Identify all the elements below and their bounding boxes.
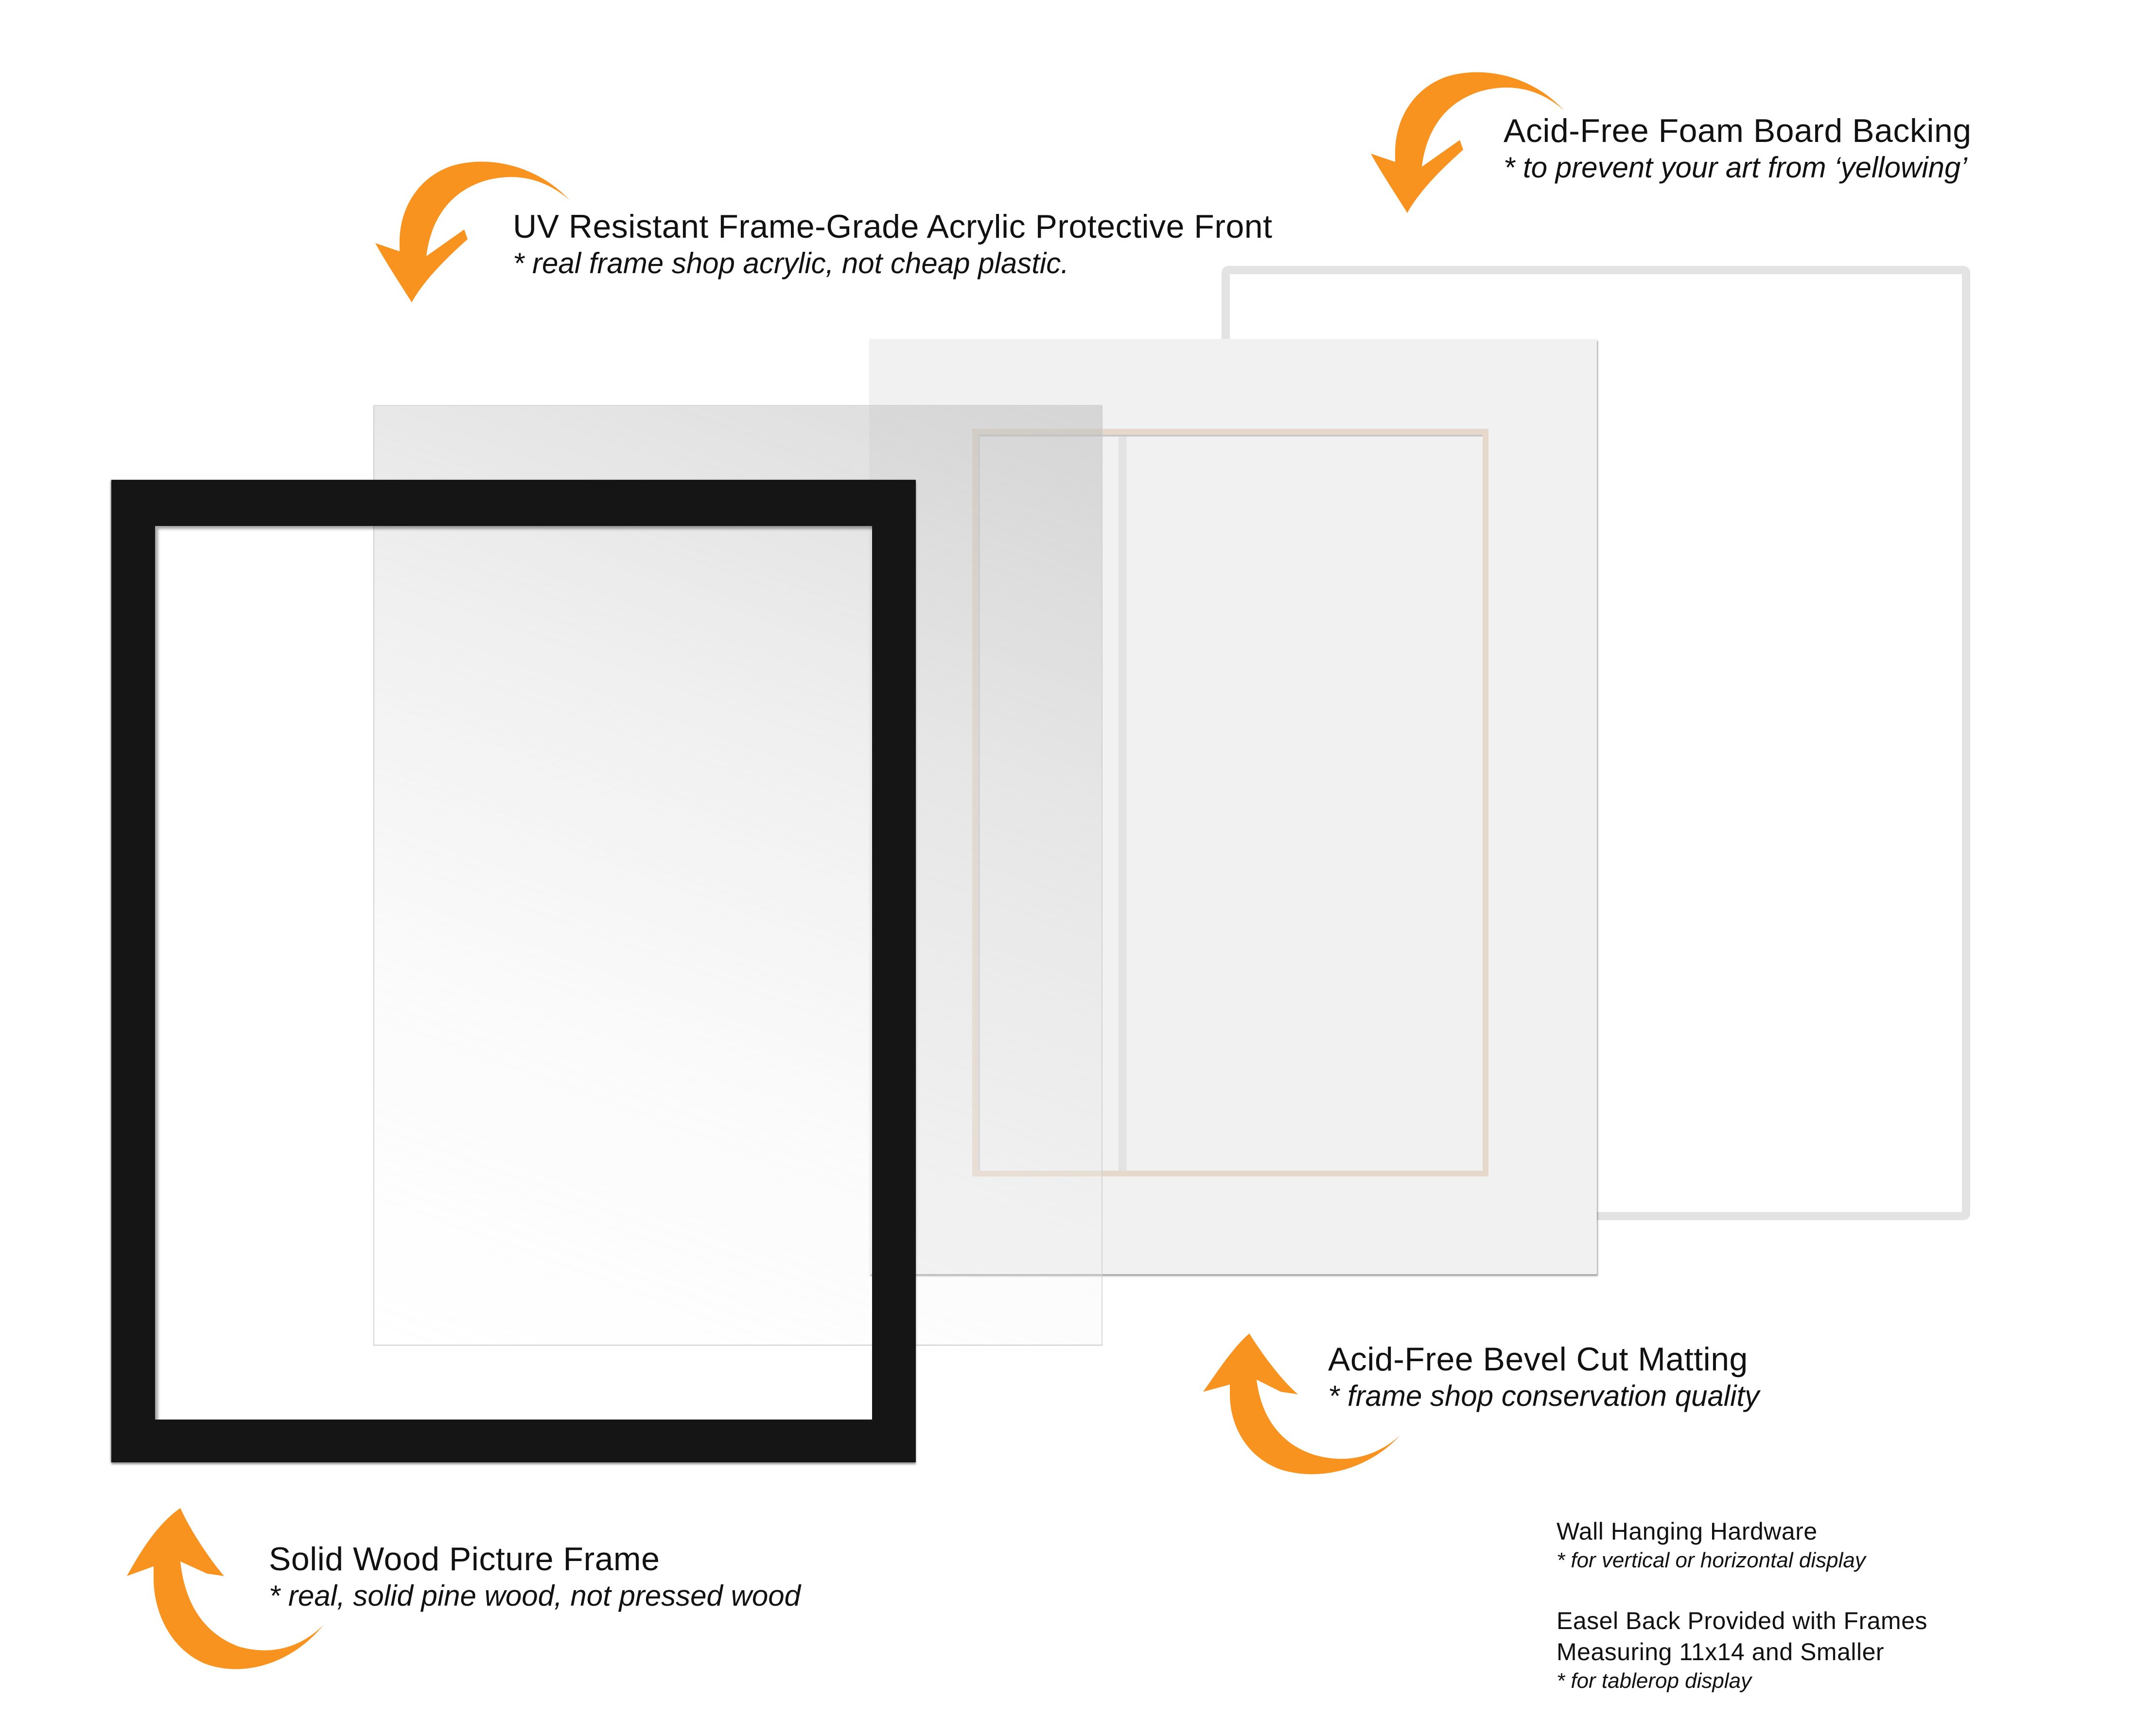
curved-arrow-down-left-icon: [375, 161, 570, 302]
easel-title-line1: Easel Back Provided with Frames: [1557, 1607, 1928, 1634]
black-picture-frame: [111, 480, 916, 1462]
foam-board-title: Acid-Free Foam Board Backing: [1504, 112, 1972, 149]
frame-note: * real, solid pine wood, not pressed woo…: [269, 1579, 801, 1612]
curved-arrow-down-left-icon: [1371, 72, 1564, 213]
frame-label: Solid Wood Picture Frame * real, solid p…: [269, 1540, 801, 1614]
easel-note: * for tablerop display: [1557, 1669, 1752, 1693]
hardware-title: Wall Hanging Hardware: [1557, 1518, 1818, 1545]
matting-note: * frame shop conservation quality: [1328, 1380, 1760, 1412]
hardware-note: * for vertical or horizontal display: [1557, 1548, 1866, 1572]
acrylic-note: * real frame shop acrylic, not cheap pla…: [513, 247, 1069, 280]
curved-arrow-up-left-icon: [1203, 1333, 1400, 1474]
spacer: [1557, 1574, 1927, 1605]
acrylic-label: UV Resistant Frame-Grade Acrylic Protect…: [513, 208, 1273, 281]
foam-board-edge-through-opening: [1119, 429, 1127, 1176]
acrylic-title: UV Resistant Frame-Grade Acrylic Protect…: [513, 208, 1273, 245]
extras-label: Wall Hanging Hardware * for vertical or …: [1557, 1516, 1927, 1695]
curved-arrow-up-left-icon: [127, 1508, 324, 1669]
matting-title: Acid-Free Bevel Cut Matting: [1328, 1341, 1748, 1378]
frame-title: Solid Wood Picture Frame: [269, 1541, 660, 1578]
foam-board-note: * to prevent your art from ‘yellowing’: [1504, 151, 1967, 184]
foam-board-label: Acid-Free Foam Board Backing * to preven…: [1504, 112, 1972, 186]
easel-title-line2: Measuring 11x14 and Smaller: [1557, 1638, 1885, 1666]
acrylic-sheet: [373, 405, 1102, 1346]
matting-label: Acid-Free Bevel Cut Matting * frame shop…: [1328, 1340, 1759, 1414]
